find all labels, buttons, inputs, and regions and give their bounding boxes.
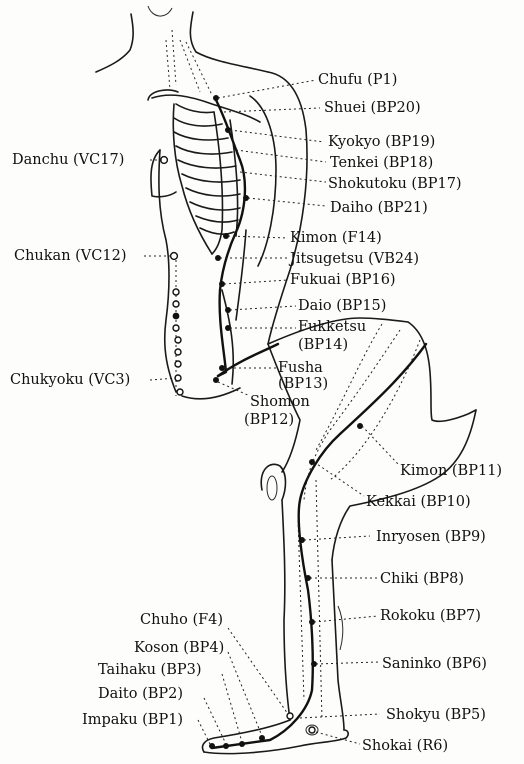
conception-points [161,157,183,395]
abdomen [182,290,240,399]
label-chiki: Chiki (BP8) [380,571,464,587]
label-kimon-f14: Kimon (F14) [290,230,382,246]
thigh-back [408,322,476,421]
label-tenkei: Tenkei (BP18) [330,155,433,171]
label-inryosen: Inryosen (BP9) [376,529,486,545]
label-chukyoku: Chukyoku (VC3) [10,372,130,388]
label-saninko: Saninko (BP6) [382,656,487,672]
label-fukketsu-code: (BP14) [298,337,348,353]
neck-left-line [96,14,133,72]
cv-point [173,325,179,331]
label-fusha-code: (BP13) [278,376,328,392]
label-rokoku: Rokoku (BP7) [380,608,481,624]
label-chufu: Chufu (P1) [318,72,397,88]
cv-point [175,361,181,367]
calf-back [332,560,344,730]
label-kimon-bp11: Kimon (BP11) [400,463,502,479]
torso-outline [96,6,307,392]
label-chukan: Chukan (VC12) [14,248,126,264]
label-shokai: Shokai (R6) [362,738,448,754]
label-jitsugetsu: Jitsugetsu (VB24) [288,251,419,267]
liver-meridian-thigh [304,330,400,500]
label-shomon-code: (BP12) [244,412,294,428]
label-shokyu: Shokyu (BP5) [386,707,486,723]
chukan-point [171,253,178,260]
pelvis-line [182,388,240,399]
cv-point [175,337,181,343]
torso-left-side [159,150,176,392]
spleen-meridian-hip [218,344,278,376]
right-arm-inner [250,96,276,266]
cv-point [173,301,179,307]
label-koson: Koson (BP4) [134,640,224,656]
calf-muscle [338,606,343,650]
spleen-meridian-leg [212,344,426,748]
neck-muscle-lines [166,30,212,95]
chuho-point [287,713,293,719]
cv-point [173,313,180,320]
label-chuho: Chuho (F4) [140,612,223,628]
label-fukketsu: Fukketsu [298,319,366,335]
label-danchu: Danchu (VC17) [12,152,124,168]
neck-right-line [190,12,268,72]
label-shuei: Shuei (BP20) [324,100,421,116]
clavicle [152,95,260,122]
label-kyokyo: Kyokyo (BP19) [328,134,435,150]
label-fusha: Fusha [278,360,323,376]
label-daito: Daito (BP2) [98,686,183,702]
cv-point [177,389,183,395]
label-taihaku: Taihaku (BP3) [98,662,202,678]
rib-cage [173,104,240,254]
label-daiho: Daiho (BP21) [330,200,428,216]
label-daio: Daio (BP15) [298,298,386,314]
torso-right-side [236,230,246,320]
label-shomon: Shomon [250,394,310,410]
shokai-point [309,727,315,733]
label-kekkai: Kekkai (BP10) [366,494,471,510]
shin-front [282,500,290,720]
label-impaku: Impaku (BP1) [82,712,183,728]
cv-point [175,349,181,355]
patella [267,476,277,500]
chin-line [148,6,172,16]
foot-sole [204,730,348,754]
label-fukuai: Fukuai (BP16) [290,272,396,288]
knee-cap [261,464,285,500]
cv-point [173,289,179,295]
label-shokutoku: Shokutoku (BP17) [328,176,462,192]
